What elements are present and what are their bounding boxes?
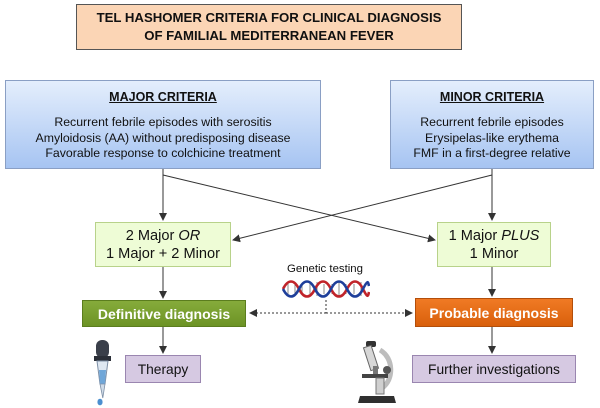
genetic-testing-label: Genetic testing (287, 263, 363, 275)
major-criterion: Amyloidosis (AA) without predisposing di… (35, 130, 291, 145)
rule-left-line-2: 1 Major + 2 Minor (106, 245, 220, 262)
dna-helix-icon (282, 280, 370, 298)
major-criterion: Favorable response to colchicine treatme… (45, 146, 281, 160)
further-investigations-box: Further investigations (412, 355, 576, 383)
therapy-box: Therapy (125, 355, 201, 383)
title-line-2: OF FAMILIAL MEDITERRANEAN FEVER (144, 28, 394, 43)
rule-left-prefix: 2 Major (125, 227, 179, 244)
rule-right-prefix: 1 Major (448, 227, 502, 244)
minor-criteria-heading: MINOR CRITERIA (439, 90, 545, 104)
minor-criterion: Erysipelas-like erythema (425, 130, 559, 145)
rule-right-line-2: 1 Minor (469, 245, 519, 262)
minor-criteria-box: MINOR CRITERIA Recurrent febrile episode… (390, 80, 594, 169)
minor-criterion: Recurrent febrile episodes (420, 115, 564, 129)
arrow-minor-to-rule-left (232, 174, 493, 243)
minor-criterion: FMF in a first-degree relative (413, 146, 571, 160)
arrow-major-to-rule-right (162, 174, 436, 243)
rule-right-emphasis: PLUS (501, 227, 540, 244)
probable-rule-box: 1 Major PLUS 1 Minor (437, 222, 551, 267)
major-criterion: Recurrent febrile episodes with serositi… (54, 115, 272, 129)
probable-diagnosis-box: Probable diagnosis (415, 298, 573, 327)
dropper-icon (94, 340, 111, 406)
definitive-diagnosis-box: Definitive diagnosis (82, 300, 246, 327)
major-criteria-box: MAJOR CRITERIA Recurrent febrile episode… (5, 80, 321, 169)
rule-left-line-1: 2 Major OR (126, 227, 201, 245)
definitive-rule-box: 2 Major OR 1 Major + 2 Minor (95, 222, 231, 267)
rule-right-line-1: 1 Major PLUS (449, 227, 540, 245)
diagram-title: TEL HASHOMER CRITERIA FOR CLINICAL DIAGN… (76, 4, 462, 50)
title-line-1: TEL HASHOMER CRITERIA FOR CLINICAL DIAGN… (96, 10, 442, 25)
microscope-icon (358, 341, 396, 403)
major-criteria-heading: MAJOR CRITERIA (109, 90, 217, 104)
rule-left-emphasis: OR (178, 227, 201, 244)
